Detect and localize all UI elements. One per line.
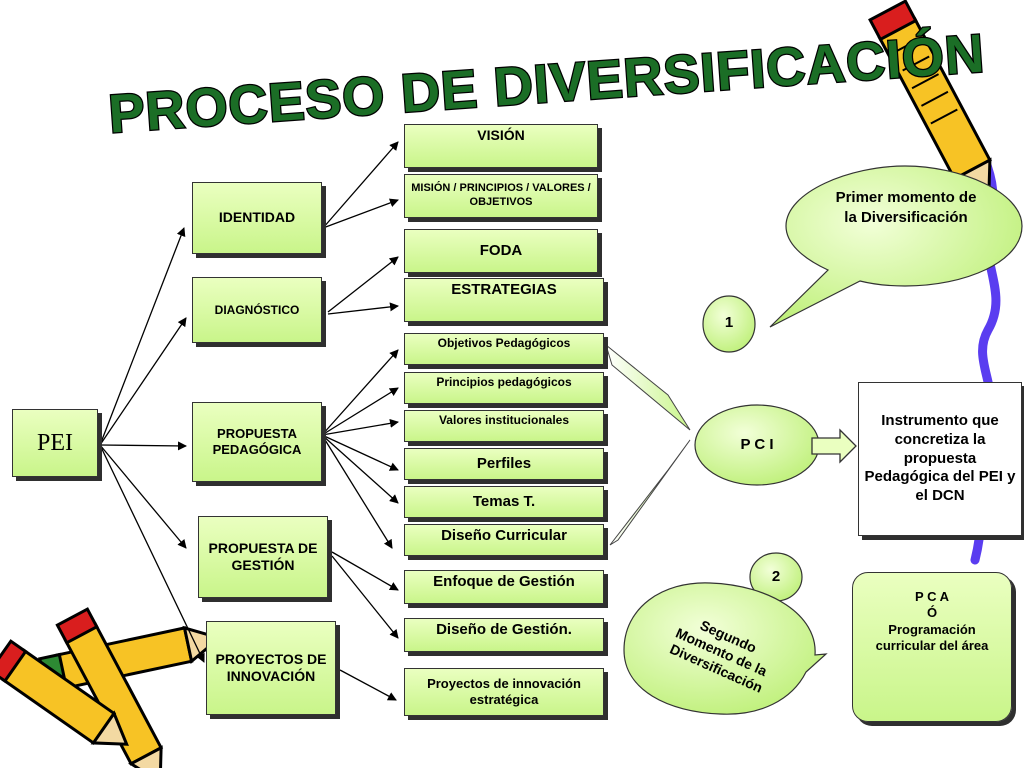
pencils-bottom-left-decoration [0,607,223,768]
node-instrumento: Instrumento que concretiza la propuesta … [858,382,1022,536]
node-propuesta-gestion: PROPUESTA DE GESTIÓN [198,516,328,598]
arrow-diagnostico-estrategias [327,302,399,315]
speech-bubble-segundo [623,582,828,715]
arrow-diagnostico-foda [327,256,399,313]
node-mision: MISIÓN / PRINCIPIOS / VALORES / OBJETIVO… [404,174,598,218]
node-proyectos-innovacion: PROYECTOS DE INNOVACIÓN [206,621,336,715]
arrow-pp-valores [321,418,399,436]
node-principios-pedagogicos: Principios pedagógicos [404,372,604,404]
node-proyectos-estrategica: Proyectos de innovación estratégica [404,668,604,716]
arrow-pg-diseno [331,555,399,639]
funnel-bottom-connector [609,439,691,546]
funnel-top-connector [605,343,691,431]
arrow-pp-perfiles [321,434,399,471]
node-temas: Temas T. [404,486,604,518]
arrow-pei-diagnostico [99,317,187,446]
number-2-label: 2 [771,568,781,585]
arrow-pei-propuesta-gestion [99,444,187,549]
pencil-top-right-decoration [868,0,992,204]
arrow-pp-temas [321,434,399,504]
arrow-pei-identidad [99,227,186,446]
number-circle-1 [702,295,756,353]
callout-primer-text: Primer momento de la Diversificación [835,189,977,226]
arrow-identidad-mision [322,198,399,229]
arrow-pg-enfoque [331,551,399,591]
pci-label: P C I [740,436,774,453]
arrow-pp-diseno [321,434,393,549]
node-propuesta-pedagogica: PROPUESTA PEDAGÓGICA [192,402,322,482]
number-1-label: 1 [724,314,734,331]
node-diseno-curricular: Diseño Curricular [404,524,604,556]
node-objetivos-pedagogicos: Objetivos Pedagógicos [404,333,604,365]
speech-bubble-primer [769,165,1023,328]
node-vision: VISIÓN [404,124,598,168]
arrow-proyectos-estrategica [339,669,397,701]
node-estrategias: ESTRATEGIAS [404,278,604,322]
node-pca: P C A Ó Programación curricular del área [852,572,1012,722]
arrow-pei-proyectos [99,444,205,663]
arrow-pp-principios [321,387,399,436]
node-diseno-gestion: Diseño de Gestión. [404,618,604,652]
node-valores-institucionales: Valores institucionales [404,410,604,442]
arrow-pp-objetivos [321,349,399,436]
node-foda: FODA [404,229,598,273]
node-diagnostico: DIAGNÓSTICO [192,277,322,343]
block-arrow-pci-instrumento [811,428,857,464]
node-identidad: IDENTIDAD [192,182,322,254]
arrow-pei-propuesta-pedagogica [99,441,187,451]
node-perfiles: Perfiles [404,448,604,480]
arrow-identidad-vision [322,141,399,229]
node-pei: PEI [12,409,98,477]
node-enfoque-gestion: Enfoque de Gestión [404,570,604,604]
